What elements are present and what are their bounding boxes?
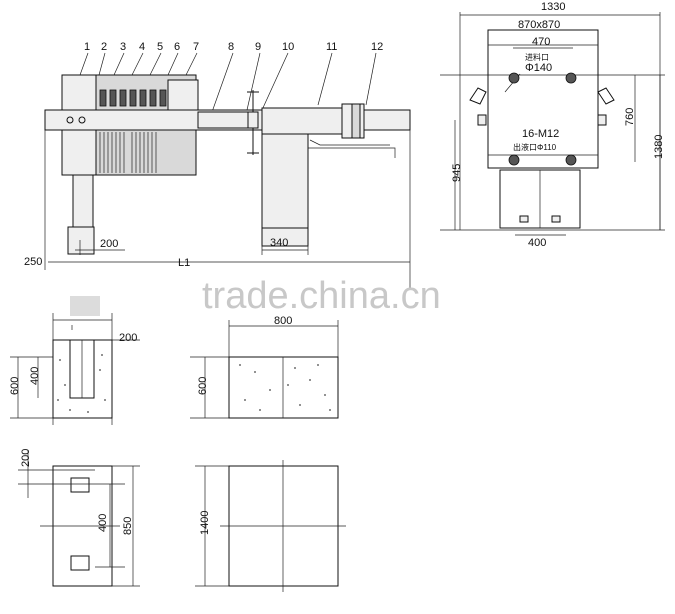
hydraulic-station	[261, 133, 309, 229]
callout-10: 10	[282, 41, 294, 53]
end-view: 1330 870x870 470 进料口 Φ140 16-M12 出液口Φ110…	[440, 1, 665, 249]
handwheel	[247, 90, 259, 155]
front-view: 1 2 3 4 5 6 7 8 9 10 11 12	[24, 41, 411, 290]
dim-width-800: 800	[274, 315, 292, 327]
plate-stack-lines	[99, 132, 157, 173]
foundation-right-section: 800 600	[190, 315, 339, 419]
dim-overall-width: 1330	[541, 1, 565, 13]
left-handle	[469, 87, 487, 105]
right-handle	[597, 87, 615, 105]
watermark: trade.china.cn	[202, 275, 441, 317]
callout-8: 8	[228, 41, 234, 53]
foundation-right-block	[228, 356, 339, 419]
blurred-overlay	[70, 296, 100, 316]
foundation-left-plan: 200 400 850	[18, 449, 140, 587]
dim-height-total: 1380	[653, 135, 665, 159]
foundation-left-section: 200 600 400	[9, 313, 140, 425]
dim-base-width: 400	[528, 237, 546, 249]
dim-port-spacing: 470	[532, 36, 550, 48]
dim-height-mid: 760	[624, 108, 636, 126]
callout-2: 2	[101, 41, 107, 53]
callout-12: 12	[371, 41, 383, 53]
dim-bolts: 16-M12	[522, 128, 559, 140]
plate-frames	[99, 89, 167, 107]
callout-11: 11	[326, 41, 337, 53]
dim-plate-size: 870x870	[518, 19, 560, 31]
tail-plate	[167, 79, 199, 113]
hydraulic-cylinder	[261, 107, 343, 135]
label-feed-port: 进料口	[525, 52, 549, 62]
callout-5: 5	[157, 41, 163, 53]
dim-height-600-left: 600	[9, 377, 21, 395]
filter-plate-stack-bottom	[95, 129, 197, 176]
front-dim-lines	[44, 130, 411, 290]
dim-leg-offset: 200	[100, 238, 118, 250]
dim-overall-length: L1	[178, 257, 190, 269]
left-foot	[67, 226, 95, 255]
callout-3: 3	[120, 41, 126, 53]
dim-feed-port: Φ140	[525, 62, 552, 74]
dim-plan-top-200: 200	[20, 449, 32, 467]
plate-outline	[487, 29, 599, 169]
dim-plan-inner-400: 400	[97, 514, 109, 532]
dim-left: 250	[24, 256, 42, 268]
dim-plan-850: 850	[122, 517, 134, 535]
dim-height-600-right: 600	[197, 377, 209, 395]
left-leg	[72, 174, 94, 228]
callout-4: 4	[139, 41, 145, 53]
dim-plan-1400: 1400	[199, 511, 211, 535]
callout-1: 1	[84, 41, 90, 53]
dim-base-height: 945	[451, 164, 463, 182]
callout-9: 9	[255, 41, 261, 53]
callout-7: 7	[193, 41, 199, 53]
station-base	[261, 227, 309, 247]
foundation-right-plan: 1400	[195, 460, 346, 592]
corner-ports	[508, 72, 577, 166]
hydraulic-hose	[299, 139, 396, 158]
callout-6: 6	[174, 41, 180, 53]
piston-rod	[197, 111, 249, 129]
dim-inner-400: 400	[29, 367, 41, 385]
leader-lines	[79, 52, 377, 113]
foundation-left-block	[52, 339, 113, 419]
dim-motor-width: 340	[270, 237, 288, 249]
dim-width-200: 200	[119, 332, 137, 344]
label-outlet: 出液口Φ110	[513, 142, 557, 152]
